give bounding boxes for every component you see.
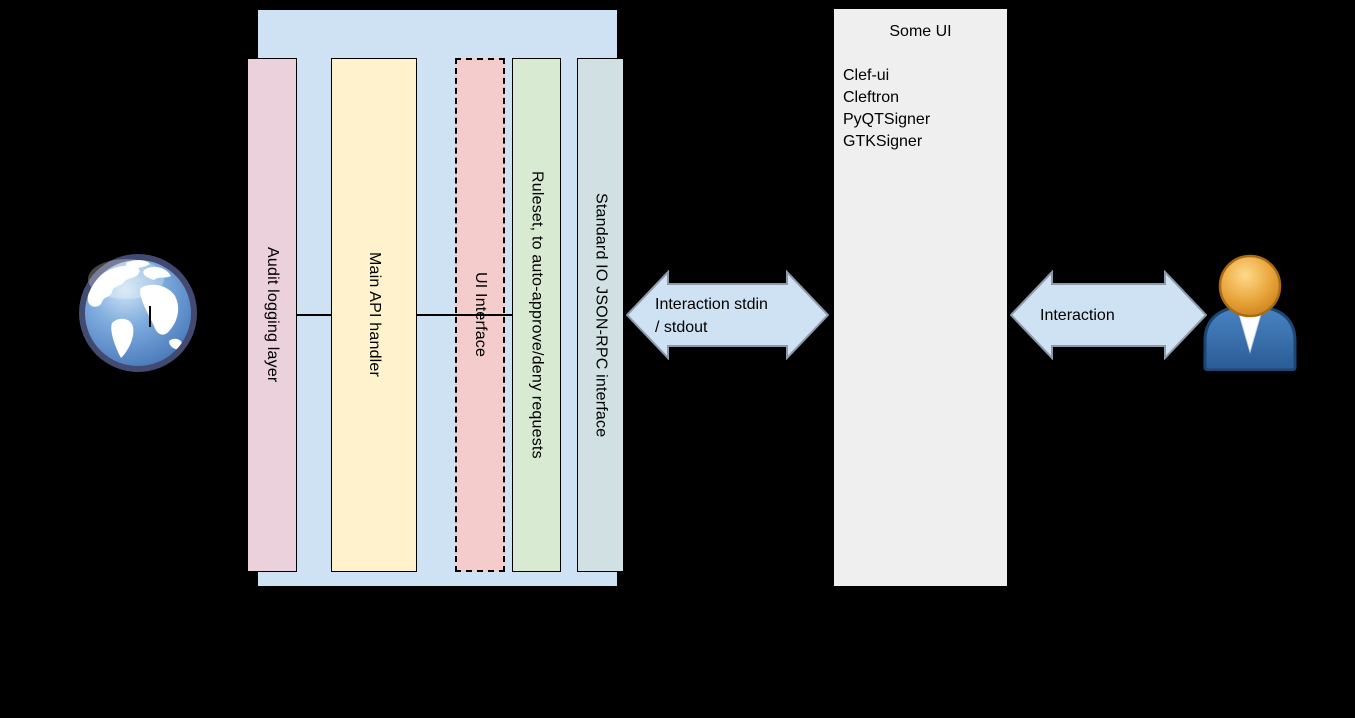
- arrow-stdin-stdout: Interaction stdin / stdout: [625, 269, 830, 361]
- clef-daemon-box: [257, 9, 618, 587]
- list-item: Clef-ui: [843, 67, 890, 84]
- bar-ruleset: Ruleset, to auto-approve/deny requests: [512, 58, 561, 572]
- double-arrow-shape: [625, 269, 830, 361]
- bar-ruleset-label: Ruleset, to auto-approve/deny requests: [528, 171, 546, 459]
- connector-tick: [149, 306, 151, 327]
- list-item: PyQTSigner: [843, 111, 931, 128]
- list-item: GTKSigner: [843, 133, 923, 150]
- person-icon: [1203, 254, 1297, 371]
- bar-audit-logging-layer: Audit logging layer: [247, 58, 297, 572]
- globe-icon: [79, 254, 197, 372]
- list-item: Cleftron: [843, 89, 900, 106]
- some-ui-box: Some UI Clef-ui Cleftron PyQTSigner GTKS…: [833, 8, 1008, 587]
- arrow-interaction: Interaction: [1009, 269, 1208, 361]
- connector-line-segment: [297, 314, 332, 316]
- arrow-interaction-label: Interaction: [1040, 307, 1115, 324]
- bar-stdio-label: Standard IO JSON-RPC interface: [592, 192, 610, 438]
- arrow-stdin-stdout-label: Interaction stdin / stdout: [655, 296, 768, 336]
- some-ui-title: Some UI: [889, 23, 952, 40]
- bar-audit-label: Audit logging layer: [264, 247, 281, 383]
- bar-main-api-handler: Main API handler: [331, 58, 417, 572]
- bar-stdio-jsonrpc: Standard IO JSON-RPC interface: [577, 58, 624, 572]
- bar-api-label: Main API handler: [366, 252, 383, 378]
- some-ui-list: Clef-ui Cleftron PyQTSigner GTKSigner: [843, 65, 930, 153]
- clef-daemon-title: Clef daemon: [632, 19, 723, 36]
- connector-line-segment: [417, 314, 513, 316]
- double-arrow-shape: [1009, 269, 1208, 361]
